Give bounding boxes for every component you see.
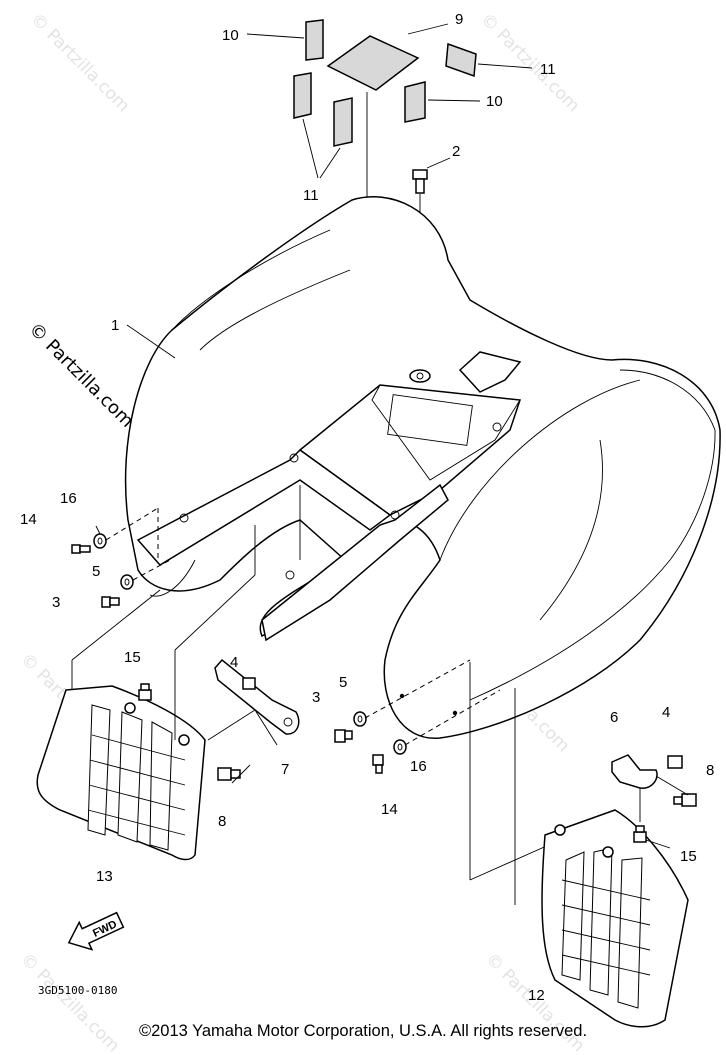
callout-5: 5 — [339, 674, 347, 691]
washer-5-left — [120, 574, 134, 590]
callout-10: 10 — [222, 27, 239, 44]
callout-7: 7 — [281, 761, 289, 778]
callout-11: 11 — [303, 187, 319, 204]
callout-3: 3 — [52, 594, 60, 611]
bolt-8-right — [673, 793, 697, 807]
callout-11: 11 — [540, 61, 556, 78]
callout-5: 5 — [92, 563, 100, 580]
callout-15: 15 — [124, 649, 141, 666]
decal-10-left — [305, 19, 324, 61]
callout-8: 8 — [218, 813, 226, 830]
washer-5-center — [353, 711, 367, 727]
washer-16-center — [393, 739, 407, 755]
nut-4-right — [667, 755, 683, 769]
fwd-label: FWD — [91, 918, 119, 939]
center-fasteners — [334, 659, 501, 774]
decal-11-lower-a — [293, 72, 312, 119]
bolt-15-left — [138, 683, 152, 701]
callout-14: 14 — [381, 801, 398, 818]
callout-10: 10 — [486, 93, 503, 110]
decal-9 — [326, 35, 420, 91]
bolt-3-center — [334, 729, 353, 743]
callout-14: 14 — [20, 511, 37, 528]
washer-16-left — [93, 533, 107, 549]
left-fasteners — [71, 507, 171, 608]
callout-3: 3 — [312, 689, 320, 706]
watermark: © Partzilla.com — [26, 9, 133, 116]
callout-16: 16 — [410, 758, 427, 775]
callout-8: 8 — [706, 762, 714, 779]
callout-16: 16 — [60, 490, 77, 507]
callout-13: 13 — [96, 868, 113, 885]
bolt-14-left — [71, 544, 91, 554]
callout-4: 4 — [230, 654, 238, 671]
callout-9: 9 — [455, 11, 463, 28]
callouts: 10 9 11 10 11 2 1 16 14 5 3 15 4 7 8 13 … — [20, 11, 714, 1004]
watermark-dark: © Partzilla.com — [24, 319, 137, 432]
decal-11-upper — [445, 42, 477, 78]
callout-1: 1 — [111, 317, 119, 334]
nut-4-left — [242, 677, 256, 690]
bracket-7 — [207, 658, 300, 746]
bolt-3-left — [101, 596, 120, 608]
bolt-8-left — [217, 767, 241, 781]
mudguard-12 — [541, 809, 689, 1028]
rear-fender — [124, 196, 721, 739]
bolt-14-center — [372, 754, 384, 774]
callout-6: 6 — [610, 709, 618, 726]
decal-11-lower-b — [333, 97, 353, 147]
mudguard-13 — [36, 685, 206, 861]
callout-15: 15 — [680, 848, 697, 865]
decal-10-right — [404, 81, 426, 123]
callout-12: 12 — [528, 987, 545, 1004]
fwd-arrow-icon: FWD — [67, 911, 125, 951]
callout-2: 2 — [452, 143, 460, 160]
bracket-6 — [611, 754, 658, 789]
bolt-15-right — [633, 825, 647, 843]
diagram-code: 3GD5100-0180 — [38, 984, 117, 997]
decal-group — [246, 19, 533, 455]
callout-4: 4 — [662, 704, 670, 721]
copyright-notice: ©2013 Yamaha Motor Corporation, U.S.A. A… — [138, 1022, 588, 1040]
